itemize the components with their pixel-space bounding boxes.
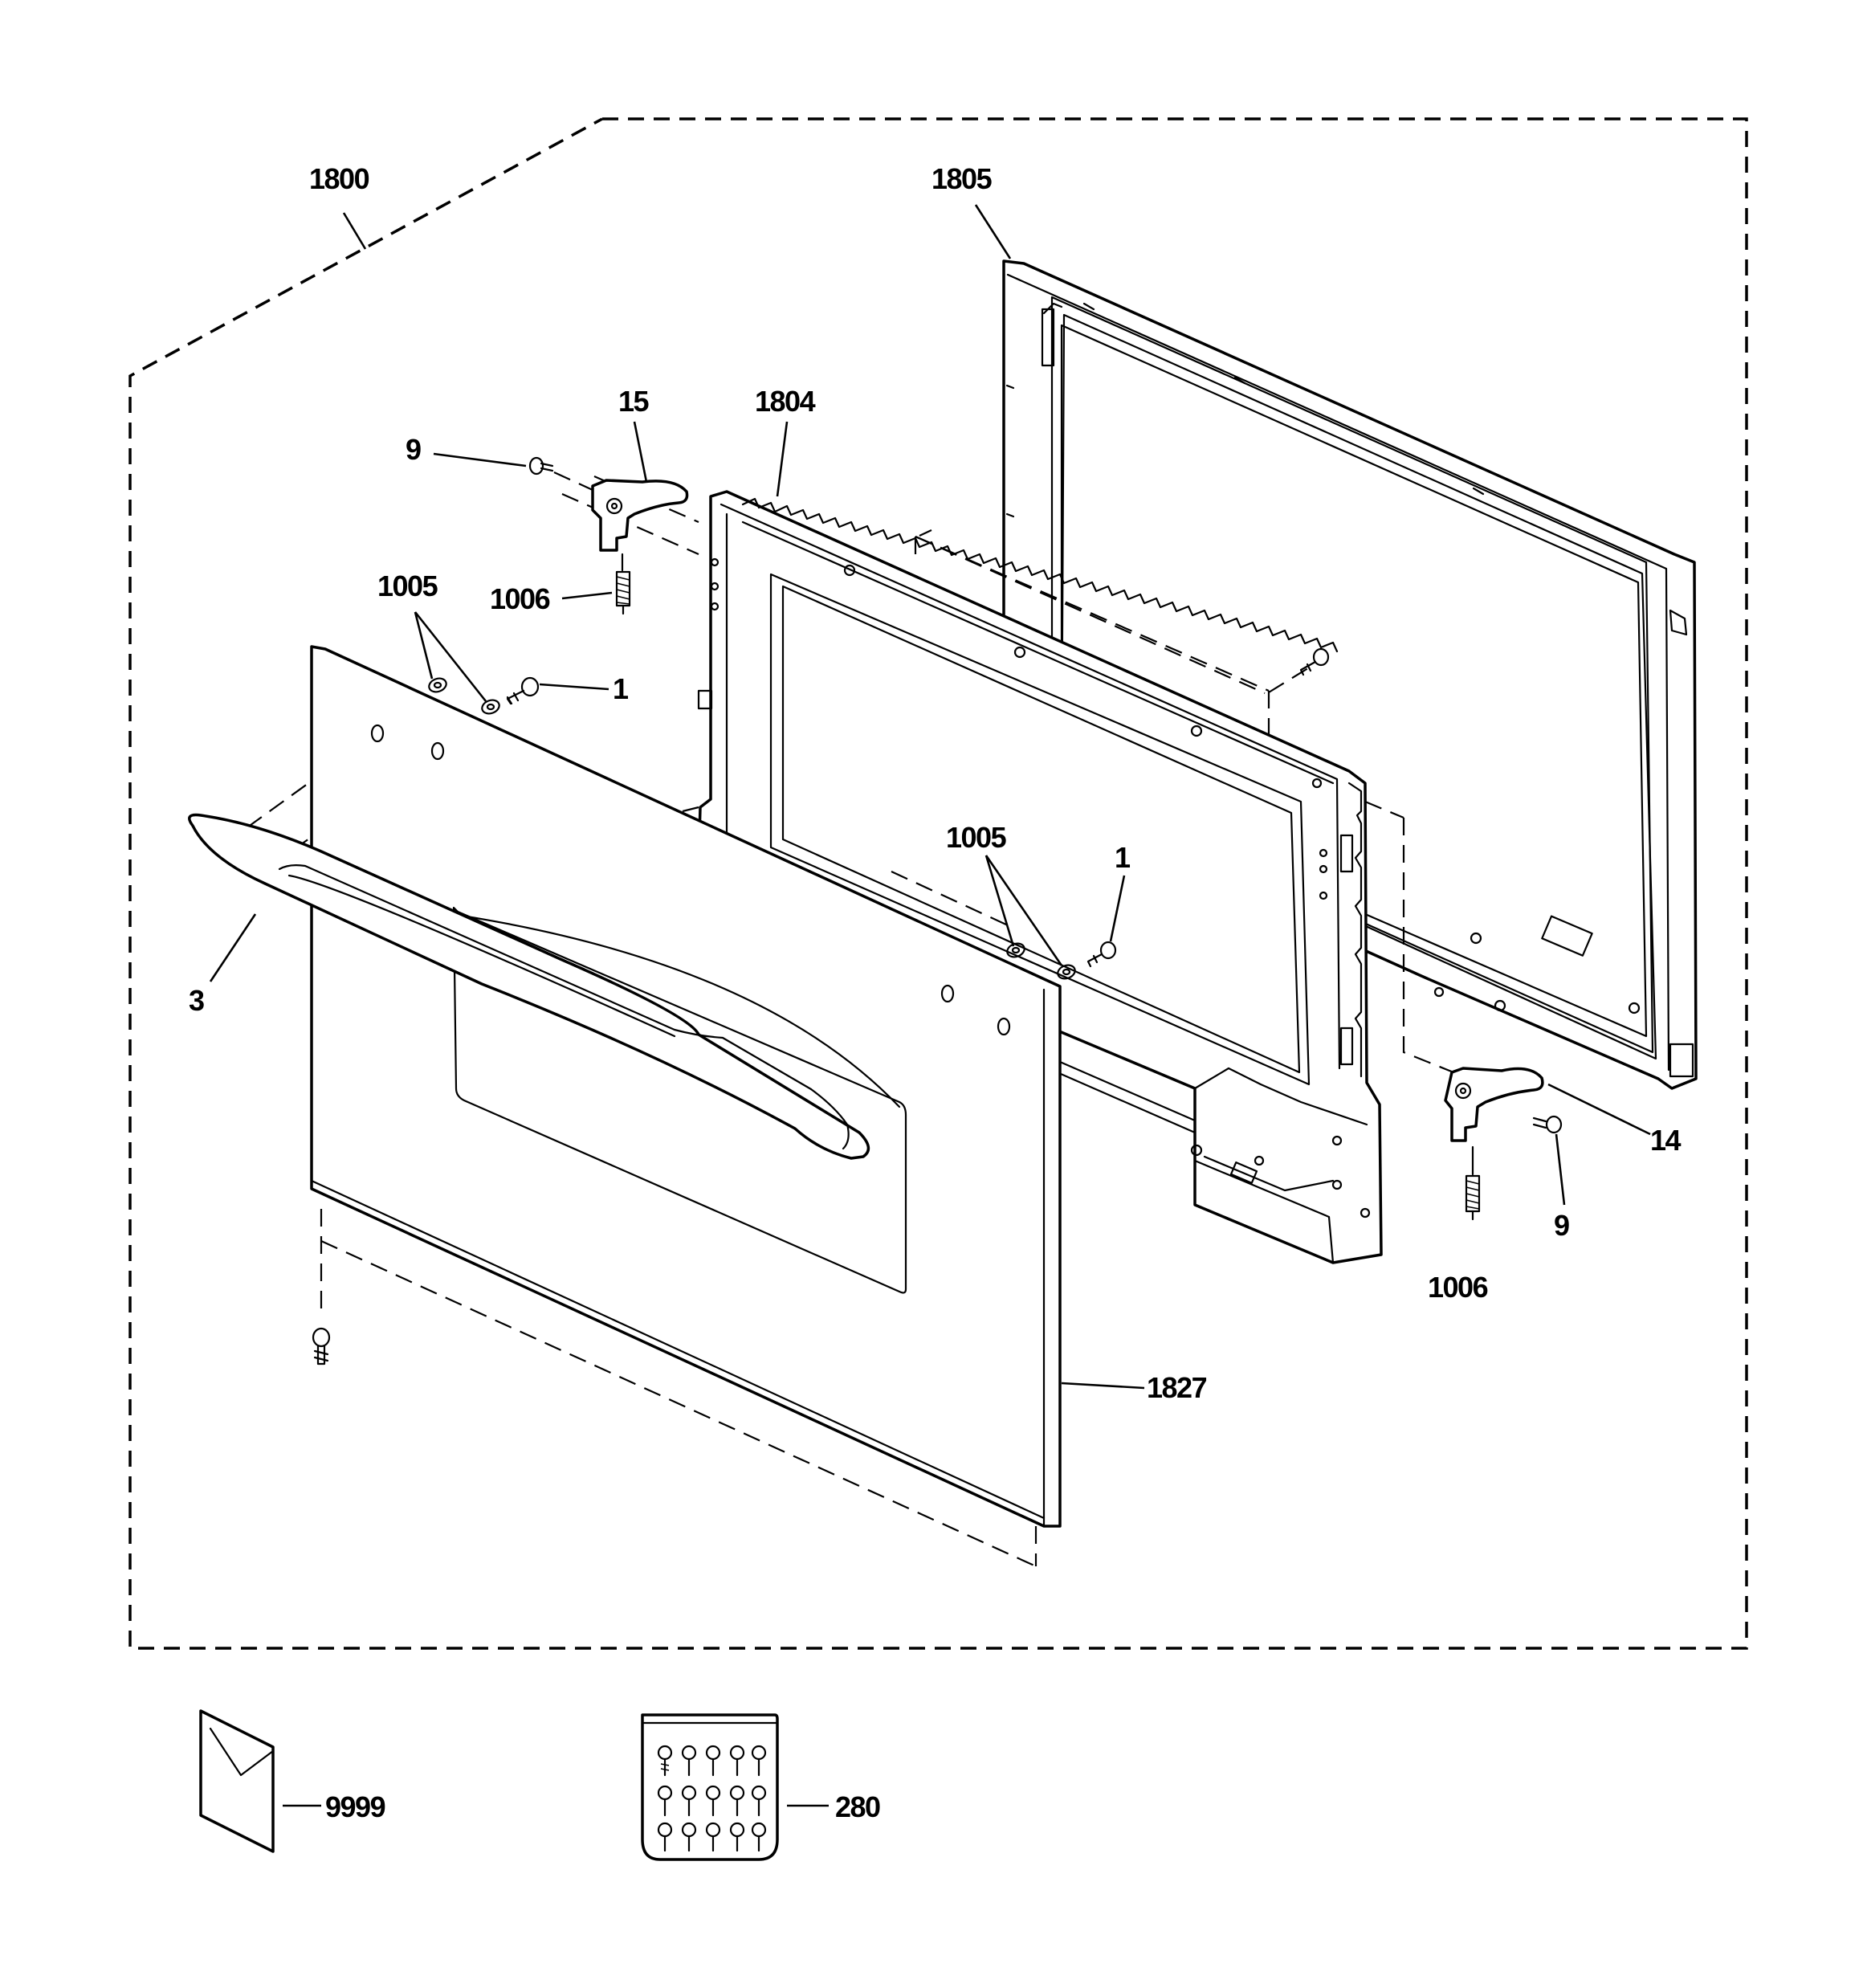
screw-icon bbox=[657, 1745, 673, 1777]
label-1005-right: 1005 bbox=[946, 821, 1007, 854]
label-1-left: 1 bbox=[613, 672, 629, 705]
callout-labels: 1800 1805 15 1804 9 1005 1006 1 1005 1 3… bbox=[189, 162, 1682, 1823]
label-9999: 9999 bbox=[325, 1790, 385, 1823]
part-9999-literature bbox=[199, 1709, 275, 1853]
leader-lines bbox=[209, 204, 1651, 1807]
label-1-right: 1 bbox=[1115, 841, 1131, 874]
part-1-screw-right bbox=[1086, 941, 1117, 968]
label-1827: 1827 bbox=[1147, 1371, 1207, 1404]
label-1805: 1805 bbox=[932, 162, 993, 195]
label-280: 280 bbox=[835, 1790, 880, 1823]
label-14: 14 bbox=[1650, 1124, 1682, 1157]
label-9-right: 9 bbox=[1554, 1209, 1569, 1242]
part-1005-washers-right bbox=[1006, 942, 1076, 980]
screw-frame-right bbox=[1299, 647, 1330, 676]
part-3-door-handle bbox=[188, 813, 870, 1160]
part-1-screw-left bbox=[506, 676, 540, 705]
part-9-screw-right bbox=[1532, 1115, 1563, 1134]
screw-bottom-left bbox=[312, 1327, 331, 1365]
label-3: 3 bbox=[189, 984, 204, 1017]
label-1804: 1804 bbox=[755, 385, 816, 418]
label-1800: 1800 bbox=[309, 162, 369, 195]
label-9-left: 9 bbox=[406, 433, 421, 466]
part-9-screw-left bbox=[528, 456, 593, 491]
part-1005-washers-left bbox=[428, 677, 500, 715]
part-280-hardware-bag bbox=[641, 1713, 779, 1861]
label-1006-left: 1006 bbox=[490, 582, 550, 615]
part-15-hinge-left bbox=[591, 479, 689, 552]
assembly-boundary-1800 bbox=[128, 117, 1748, 1650]
construction-lines-back bbox=[914, 529, 1454, 1074]
label-15: 15 bbox=[618, 385, 650, 418]
label-1005-left: 1005 bbox=[377, 569, 438, 602]
part-1827-outer-door-panel bbox=[310, 645, 1062, 1528]
part-1006-spring-left bbox=[615, 553, 631, 615]
part-1006-spring-right bbox=[1465, 1145, 1481, 1221]
part-14-hinge-right bbox=[1444, 1067, 1544, 1142]
label-1006-right: 1006 bbox=[1428, 1271, 1488, 1304]
